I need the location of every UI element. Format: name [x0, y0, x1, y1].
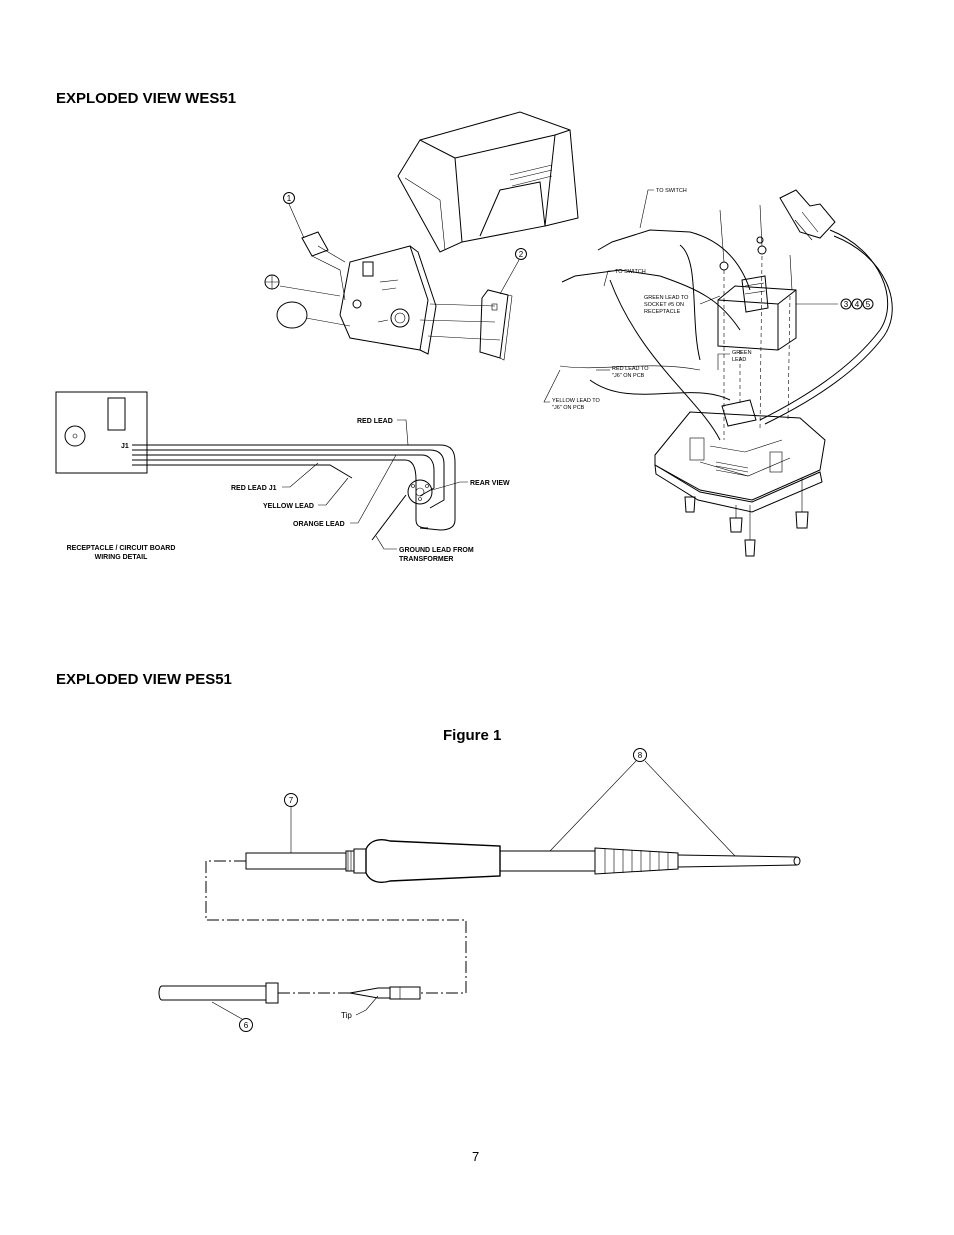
svg-text:WIRING DETAIL: WIRING DETAIL [95, 554, 148, 561]
svg-text:1: 1 [287, 194, 292, 203]
svg-text:ORANGE LEAD: ORANGE LEAD [293, 521, 345, 528]
callout-3-4-5: 3 4 5 [796, 298, 874, 310]
circuit-board: J1 [55, 391, 148, 474]
feet-and-screws [684, 204, 809, 557]
callout-2: 2 [499, 248, 527, 295]
svg-text:"J6" ON PCB: "J6" ON PCB [612, 373, 645, 379]
page-number: 7 [472, 1149, 480, 1164]
assembly-centerline [205, 860, 467, 994]
figure-title: Figure 1 [443, 727, 502, 744]
svg-text:RED LEAD: RED LEAD [357, 418, 393, 425]
svg-text:TO SWITCH: TO SWITCH [615, 269, 646, 275]
svg-text:7: 7 [289, 796, 294, 805]
svg-text:8: 8 [638, 751, 643, 760]
svg-text:RED LEAD TO: RED LEAD TO [612, 366, 649, 372]
svg-text:YELLOW LEAD: YELLOW LEAD [263, 503, 314, 510]
callout-8: 8 [549, 748, 736, 857]
svg-text:"J6" ON PCB: "J6" ON PCB [552, 405, 585, 411]
base-wire-labels: TO SWITCH TO SWITCH GREEN LEAD TO SOCKET… [543, 188, 752, 411]
svg-text:3: 3 [844, 300, 849, 309]
svg-text:GREEN LEAD TO: GREEN LEAD TO [644, 295, 689, 301]
svg-text:GREEN: GREEN [732, 350, 752, 356]
svg-text:RECEPTACLE: RECEPTACLE [644, 309, 681, 315]
transformer [717, 275, 797, 351]
callout-7: 7 [284, 793, 298, 853]
svg-text:6: 6 [244, 1021, 249, 1030]
svg-text:RED LEAD J1: RED LEAD J1 [231, 485, 277, 492]
soldering-iron [245, 839, 801, 883]
front-panel [264, 231, 501, 355]
tip-label: Tip [341, 995, 379, 1020]
svg-text:Tip: Tip [341, 1011, 352, 1020]
heading-pes51: EXPLODED VIEW PES51 [56, 671, 232, 688]
svg-text:LEAD: LEAD [732, 357, 746, 363]
svg-text:YELLOW LEAD TO: YELLOW LEAD TO [552, 398, 601, 404]
wiring-labels: RED LEAD RED LEAD J1 YELLOW LEAD ORANGE … [67, 418, 510, 563]
tip-parts [158, 982, 421, 1004]
svg-text:REAR VIEW: REAR VIEW [470, 480, 510, 487]
svg-text:SOCKET #5 ON: SOCKET #5 ON [644, 302, 684, 308]
svg-text:5: 5 [866, 300, 871, 309]
svg-text:TRANSFORMER: TRANSFORMER [399, 556, 453, 563]
callout-6: 6 [211, 1001, 253, 1032]
station-cover [397, 111, 579, 253]
svg-text:2: 2 [519, 250, 524, 259]
internal-wires [559, 229, 751, 441]
svg-text:GROUND LEAD FROM: GROUND LEAD FROM [399, 547, 474, 554]
dashed-assembly-lines [723, 255, 791, 440]
callout-1: 1 [283, 192, 305, 239]
power-cord [759, 189, 893, 425]
svg-text:TO SWITCH: TO SWITCH [656, 188, 687, 194]
svg-text:RECEPTACLE / CIRCUIT BOARD: RECEPTACLE / CIRCUIT BOARD [67, 545, 176, 552]
svg-text:J1: J1 [121, 443, 129, 450]
heading-wes51: EXPLODED VIEW WES51 [56, 90, 237, 107]
station-base [654, 399, 826, 513]
svg-text:4: 4 [855, 300, 860, 309]
switch-bracket [479, 289, 513, 361]
wiring-leads [132, 444, 456, 541]
